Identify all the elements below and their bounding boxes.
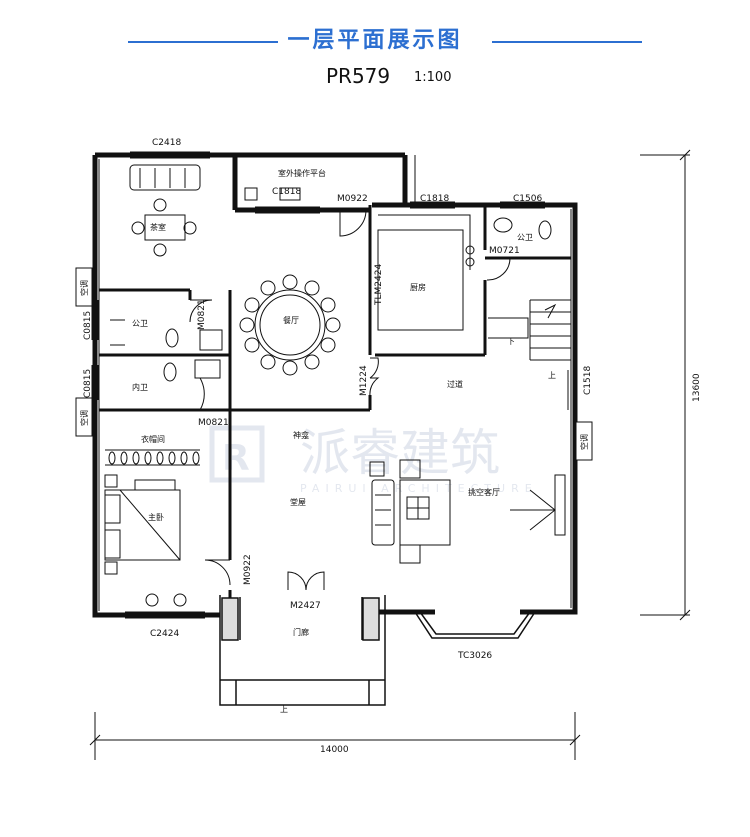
room-closet: 衣帽间 xyxy=(141,434,165,444)
tea-room-furniture xyxy=(129,164,201,257)
room-inner-wc: 内卫 xyxy=(132,382,148,392)
room-public-wc: 公卫 xyxy=(132,319,148,328)
dimension-lines xyxy=(89,149,691,760)
label-m2427: M2427 xyxy=(290,601,321,611)
label-c1818b: C1818 xyxy=(420,194,449,204)
window-marks xyxy=(91,151,575,619)
label-tc3026: TC3026 xyxy=(457,651,492,661)
room-corridor: 过道 xyxy=(447,379,463,389)
label-c2424: C2424 xyxy=(150,629,179,639)
porch-stair-up: 上 xyxy=(280,705,288,714)
room-shrine: 神龛 xyxy=(293,430,309,440)
label-m0922b: M0922 xyxy=(243,554,253,585)
watermark: R 派睿建筑 PAIRUI ARCHITECTURE xyxy=(209,424,538,495)
ac-label-1: 空调 xyxy=(79,280,89,296)
room-hall: 堂屋 xyxy=(290,497,306,507)
room-tea: 茶室 xyxy=(150,222,166,232)
bay-window xyxy=(414,611,536,639)
label-m0721: M0721 xyxy=(489,246,520,256)
porch xyxy=(219,595,386,706)
room-terrace: 室外操作平台 xyxy=(278,168,326,178)
room-dining: 餐厅 xyxy=(283,316,299,325)
ac-units xyxy=(75,267,593,461)
label-c1506: C1506 xyxy=(513,194,542,204)
kitchen-counter xyxy=(244,187,475,331)
label-m0922a: M0922 xyxy=(337,194,368,204)
label-tlm2424: TLM2424 xyxy=(374,264,384,306)
plan-code: PR579 xyxy=(326,64,391,88)
dining-table xyxy=(239,274,341,376)
closet xyxy=(105,449,200,466)
staircase xyxy=(488,299,571,361)
page-title: 一层平面展示图 xyxy=(287,28,463,53)
room-porch: 门廊 xyxy=(293,627,309,637)
living-sofa xyxy=(369,459,566,564)
label-m1224: M1224 xyxy=(359,365,369,396)
room-public-wc-2: 公卫 xyxy=(517,233,533,242)
title-rule-left xyxy=(128,41,278,43)
room-living: 挑空客厅 xyxy=(468,487,500,497)
wc-fixtures xyxy=(110,319,223,382)
label-c0815a: C0815 xyxy=(83,311,93,340)
outer-wall-inner-lines xyxy=(98,155,572,611)
label-c2418: C2418 xyxy=(152,138,181,148)
doors xyxy=(165,209,511,591)
outer-walls xyxy=(92,152,578,618)
ac-label-2: 空调 xyxy=(79,410,89,426)
room-kitchen: 厨房 xyxy=(410,282,426,292)
dimension-depth: 13600 xyxy=(692,373,702,402)
label-m0821b: M0821 xyxy=(198,418,229,428)
title-rule-right xyxy=(492,41,642,43)
label-c1818a: C1818 xyxy=(272,187,301,197)
plan-scale: 1:100 xyxy=(414,70,452,85)
svg-text:R: R xyxy=(222,438,250,479)
stair-up: 上 xyxy=(548,371,556,380)
interior-walls xyxy=(99,205,571,612)
dining-chairs xyxy=(239,274,341,376)
label-m0821a: M0821 xyxy=(197,299,207,330)
room-master-bed: 主卧 xyxy=(148,512,164,522)
dimension-width: 14000 xyxy=(320,745,349,755)
master-bed xyxy=(104,474,187,607)
stair-down: 下 xyxy=(507,337,515,346)
watermark-sub: PAIRUI ARCHITECTURE xyxy=(300,482,538,495)
public-wc-fixtures xyxy=(493,217,552,240)
label-c1518: C1518 xyxy=(583,366,593,395)
ac-label-3: 空调 xyxy=(579,434,589,450)
label-c0815b: C0815 xyxy=(83,369,93,398)
